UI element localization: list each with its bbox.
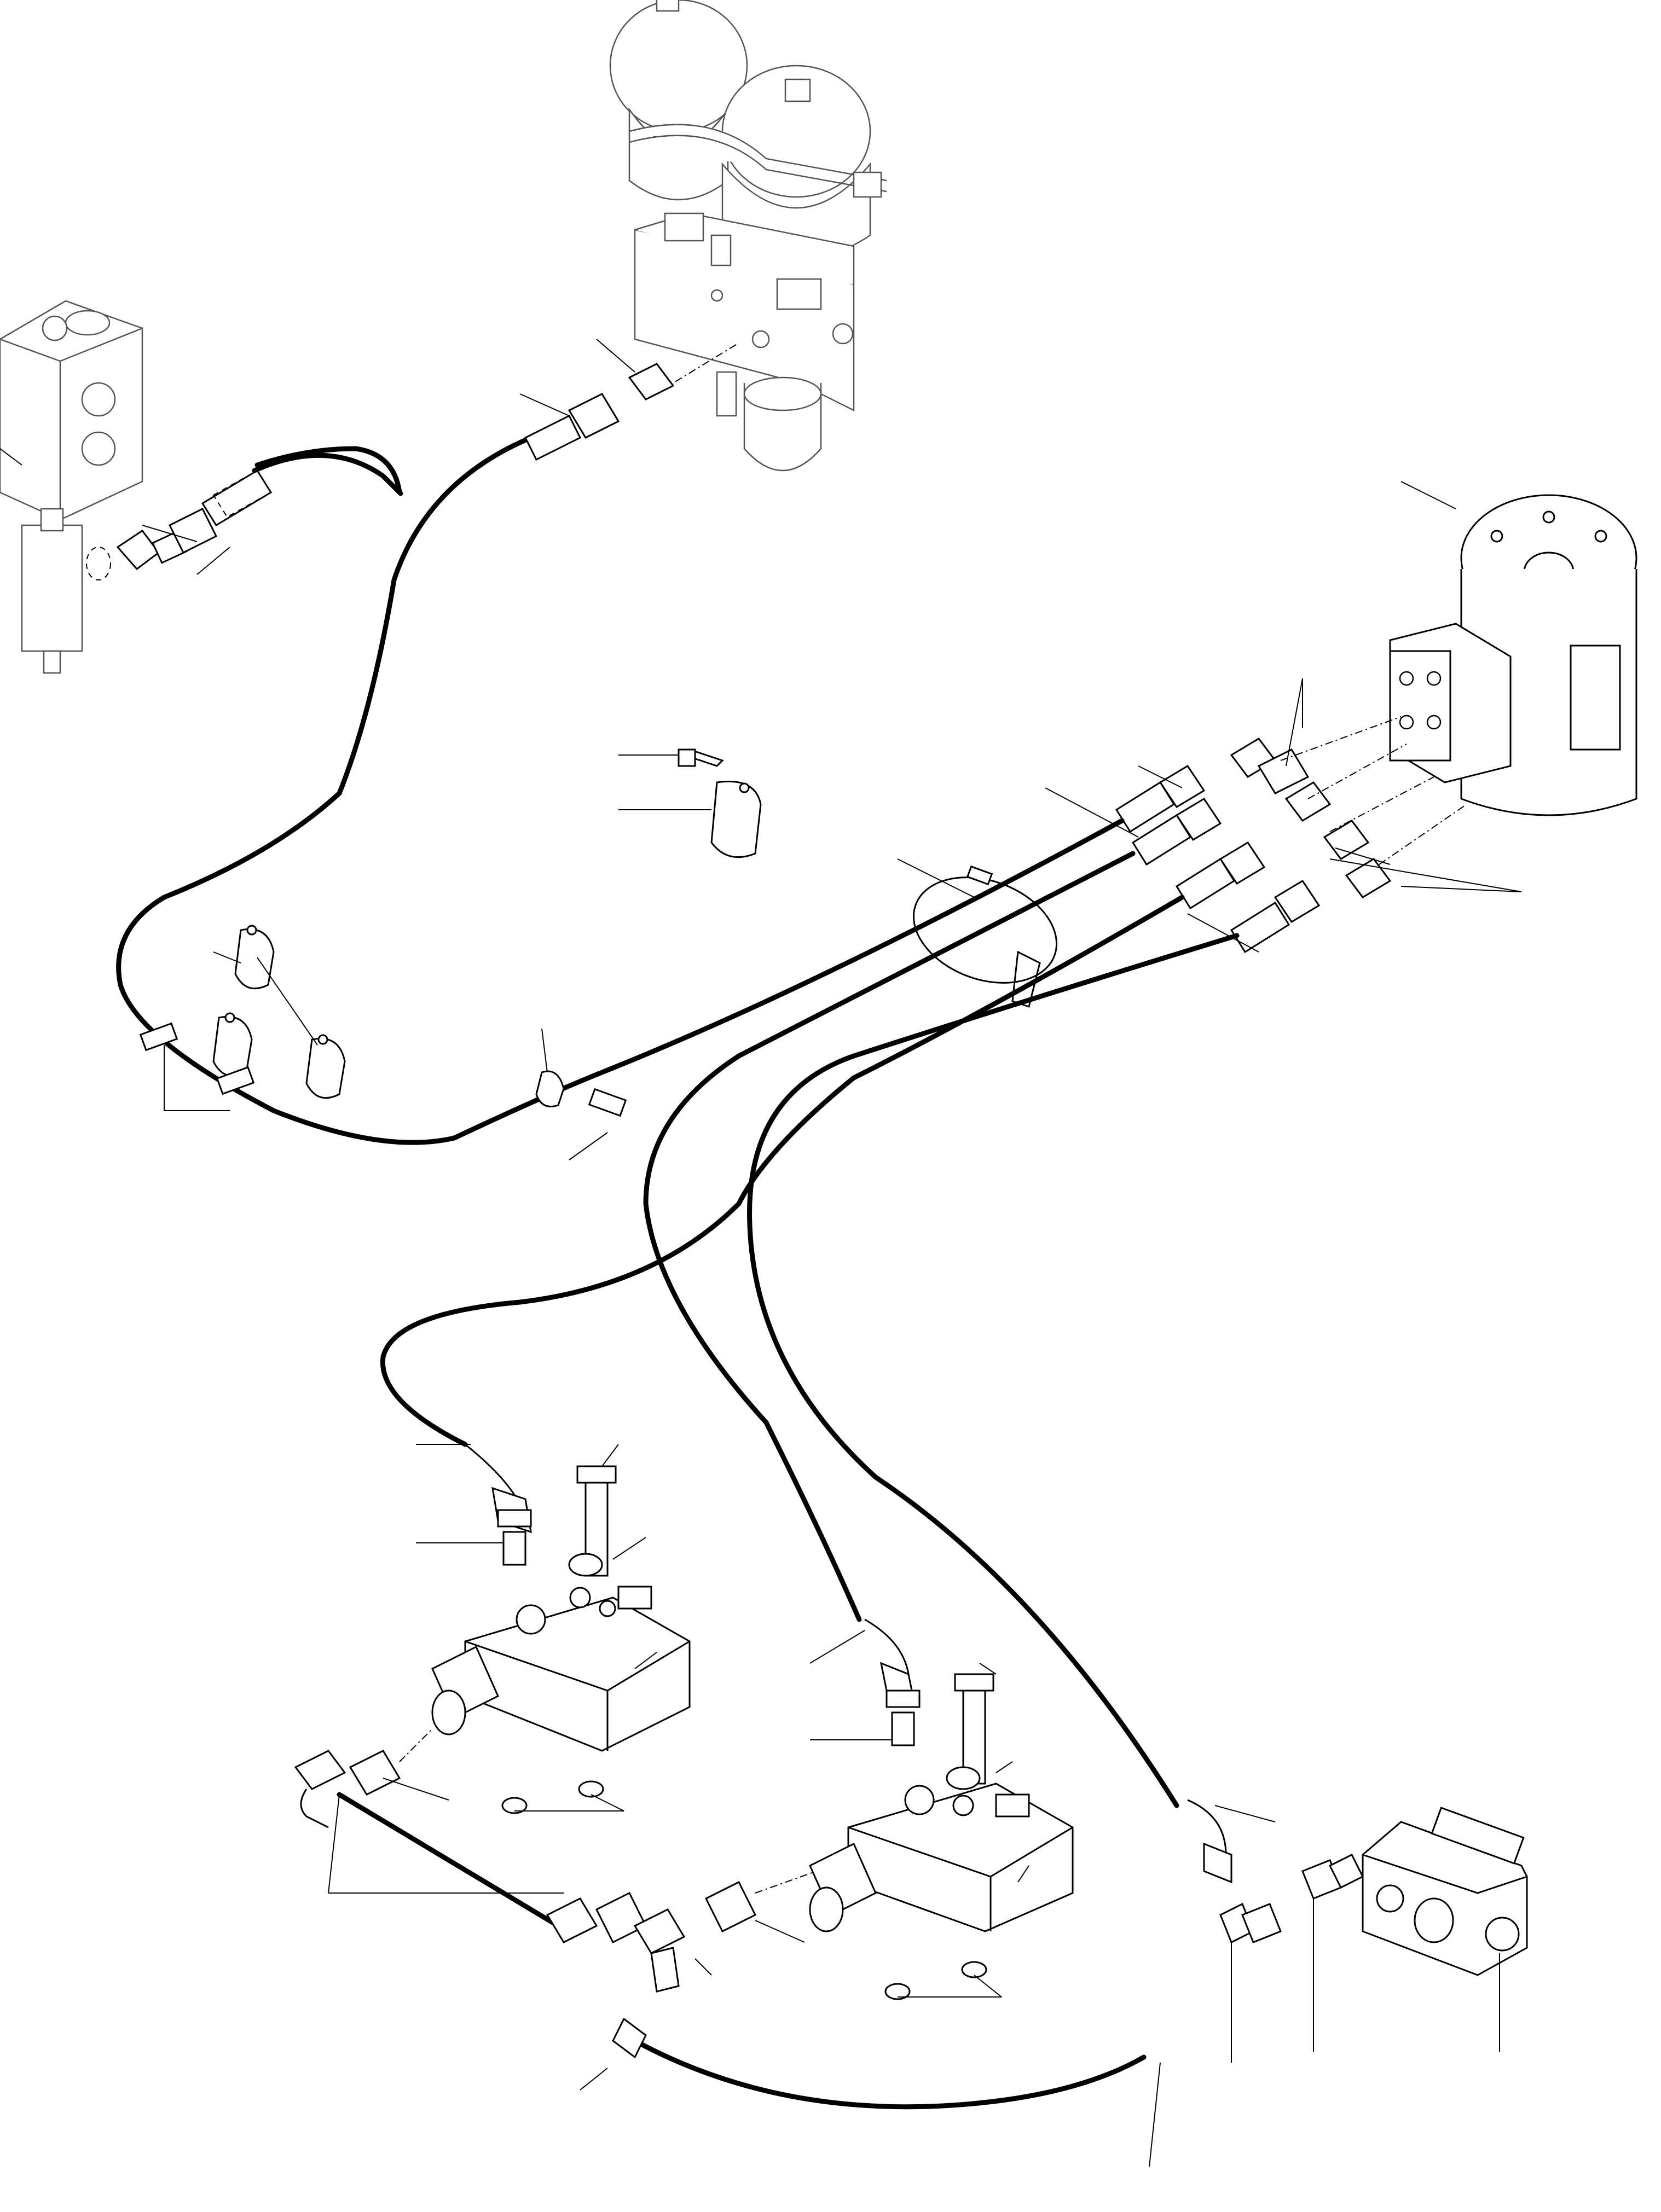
brake-valve-left <box>416 1443 691 1814</box>
fitting-left-1 <box>116 469 273 571</box>
small-fittings <box>0 448 230 575</box>
hose-brake-left <box>380 895 1185 1447</box>
steering-unit <box>1389 481 1637 816</box>
hose-top-left-loop <box>254 446 402 495</box>
hose-ends <box>519 339 675 461</box>
brake-valve-center <box>809 1618 1074 2000</box>
left-tee-assembly <box>294 1728 832 2091</box>
hose-bottom-loop <box>632 2038 1147 2110</box>
hose-right-valve <box>747 933 1240 1808</box>
accumulator-block <box>609 0 887 472</box>
hoses <box>116 435 1240 2110</box>
right-valve-block <box>1149 1799 1528 2167</box>
steering-fittings <box>1230 678 1522 898</box>
hose-brake-center <box>643 851 1136 1622</box>
hose-bottom-left <box>337 1792 561 1929</box>
hose-accumulator <box>116 435 1125 1145</box>
tie-band <box>912 865 1058 1008</box>
left-valve-block <box>0 300 143 674</box>
hose-end-fittings <box>897 764 1321 954</box>
clamps-bolts <box>139 748 762 1160</box>
